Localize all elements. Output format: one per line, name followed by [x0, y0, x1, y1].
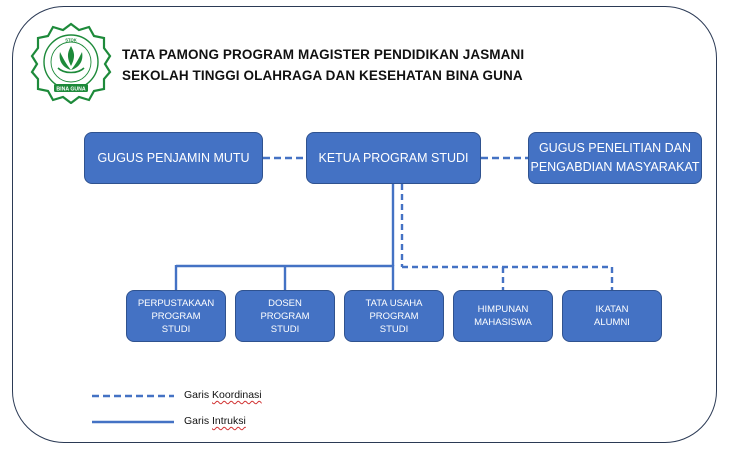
diagram-frame — [12, 6, 717, 443]
box-label-line-1: DOSEN — [268, 297, 302, 309]
legend-prefix: Garis — [184, 415, 213, 427]
box-gugus-penelitian: GUGUS PENELITIAN DAN PENGABDIAN MASYARAK… — [528, 132, 702, 184]
box-label-line-1: PERPUSTAKAAN — [137, 297, 215, 309]
box-label-line-2: PROGRAM — [260, 310, 310, 322]
stok-bina-guna-logo: BINA GUNA STOK — [30, 22, 112, 104]
box-label-line-2: PENGABDIAN MASYARAKAT — [530, 160, 700, 174]
box-dosen: DOSEN PROGRAM STUDI — [235, 290, 335, 342]
box-label-line-1: IKATAN — [595, 304, 629, 315]
box-label-line-3: STUDI — [379, 323, 409, 335]
box-ikatan-alumni: IKATAN ALUMNI — [562, 290, 662, 342]
box-label-line-2: PROGRAM — [151, 310, 201, 322]
box-label-line-2: ALUMNI — [594, 317, 630, 328]
title-line-2: SEKOLAH TINGGI OLAHRAGA DAN KESEHATAN BI… — [122, 68, 523, 83]
legend-coordination: Garis Koordinasi — [184, 389, 262, 401]
page-title: TATA PAMONG PROGRAM MAGISTER PENDIDIKAN … — [122, 44, 524, 86]
box-gugus-penjamin-mutu: GUGUS PENJAMIN MUTU — [84, 132, 263, 184]
logo-abbrev-text: STOK — [65, 38, 77, 43]
box-label-line-1: HIMPUNAN — [477, 304, 529, 315]
box-himpunan-mahasiswa: HIMPUNAN MAHASISWA — [453, 290, 553, 342]
box-label-line-1: GUGUS PENELITIAN DAN — [538, 141, 692, 155]
legend-prefix: Garis — [184, 389, 213, 401]
box-label-line-3: STUDI — [161, 323, 191, 335]
box-label: GUGUS PENJAMIN MUTU — [97, 150, 250, 165]
logo-banner-text: BINA GUNA — [56, 86, 85, 92]
box-label-line-1: TATA USAHA — [365, 297, 423, 309]
box-perpustakaan: PERPUSTAKAAN PROGRAM STUDI — [126, 290, 226, 342]
box-ketua-program-studi: KETUA PROGRAM STUDI — [306, 132, 481, 184]
box-tata-usaha: TATA USAHA PROGRAM STUDI — [344, 290, 444, 342]
legend-instruction: Garis Intruksi — [184, 415, 246, 427]
box-label-line-3: STUDI — [270, 323, 300, 335]
box-label-line-2: PROGRAM — [369, 310, 419, 322]
legend-word: Koordinasi — [212, 389, 262, 401]
box-label: KETUA PROGRAM STUDI — [318, 150, 469, 165]
legend-word: Intruksi — [212, 415, 246, 427]
box-label-line-2: MAHASISWA — [474, 317, 532, 328]
title-line-1: TATA PAMONG PROGRAM MAGISTER PENDIDIKAN … — [122, 47, 525, 62]
